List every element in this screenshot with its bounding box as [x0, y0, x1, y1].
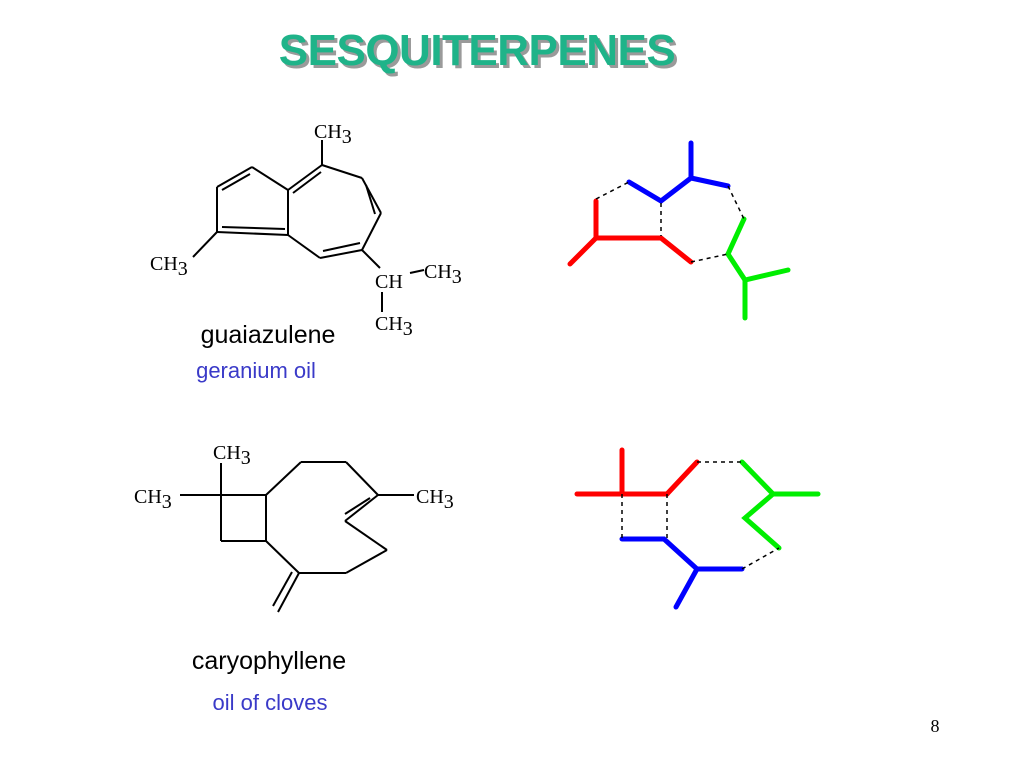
isoprene-unit-blue [626, 175, 731, 205]
guaiazulene-top-methyl-label: CH3 [314, 121, 352, 148]
caryophyllene-top-methyl-label: CH3 [213, 442, 251, 469]
caryophyllene-right-methyl-label: CH3 [416, 486, 454, 513]
caryophyllene-source: oil of cloves [212, 690, 328, 715]
page-number: 8 [930, 716, 940, 736]
guaiazulene-source: geranium oil [196, 358, 316, 383]
caryophyllene-isoprene-diagram [574, 447, 821, 610]
isoprene-unit-green [739, 459, 782, 551]
guaiazulene-methine-label: CH [375, 271, 403, 293]
isoprene-unit-green [725, 216, 791, 283]
caryophyllene-left-methyl-label: CH3 [134, 486, 172, 513]
isoprene-unit-red [567, 235, 694, 267]
guaiazulene-name: guaiazulene [200, 321, 336, 349]
isoprene-unit-blue [619, 536, 745, 572]
guaiazulene-structure: CH3 CH3 CH CH3 CH3 [150, 121, 462, 340]
caryophyllene-structure: CH3 CH3 CH3 [134, 442, 454, 613]
guaiazulene-iso-methyl-b-label: CH3 [375, 313, 413, 340]
guaiazulene-left-methyl-label: CH3 [150, 253, 188, 280]
guaiazulene-iso-methyl-a-label: CH3 [424, 261, 462, 288]
guaiazulene-isoprene-diagram [567, 140, 791, 321]
slide-title: SESQUITERPENES [278, 26, 676, 75]
caryophyllene-name: caryophyllene [191, 647, 347, 675]
